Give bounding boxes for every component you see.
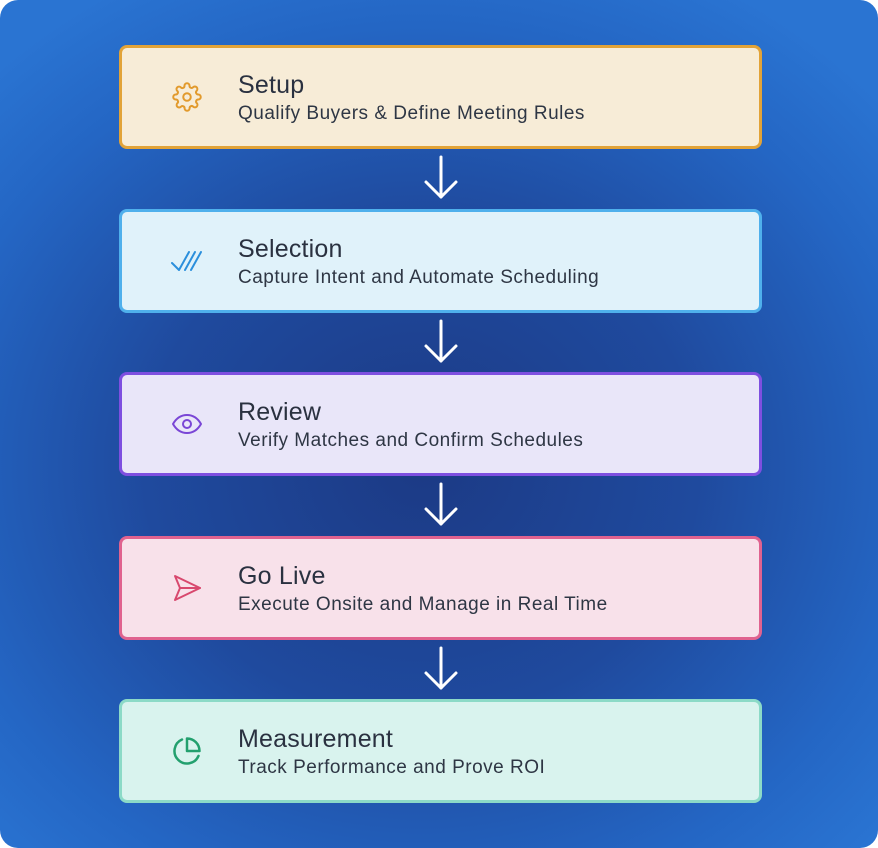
double-check-icon [170,244,204,278]
step-review: Review Verify Matches and Confirm Schedu… [119,372,762,476]
step-subtitle: Execute Onsite and Manage in Real Time [238,594,608,615]
step-title: Measurement [238,725,394,753]
step-selection: Selection Capture Intent and Automate Sc… [119,209,762,313]
gear-icon [170,80,204,114]
arrow-down-icon [424,319,458,363]
send-icon [170,571,204,605]
arrow-down-icon [424,155,458,199]
arrow-down-icon [424,482,458,526]
step-subtitle: Verify Matches and Confirm Schedules [238,430,584,451]
step-title: Selection [238,235,343,263]
step-subtitle: Capture Intent and Automate Scheduling [238,267,600,288]
step-title: Setup [238,71,305,99]
step-go-live: Go Live Execute Onsite and Manage in Rea… [119,536,762,640]
step-title: Review [238,398,322,426]
step-subtitle: Qualify Buyers & Define Meeting Rules [238,103,585,124]
eye-icon [170,407,204,441]
step-title: Go Live [238,562,326,590]
pie-chart-icon [170,734,204,768]
step-setup: Setup Qualify Buyers & Define Meeting Ru… [119,45,762,149]
step-subtitle: Track Performance and Prove ROI [238,757,546,778]
arrow-down-icon [424,646,458,690]
step-measurement: Measurement Track Performance and Prove … [119,699,762,803]
